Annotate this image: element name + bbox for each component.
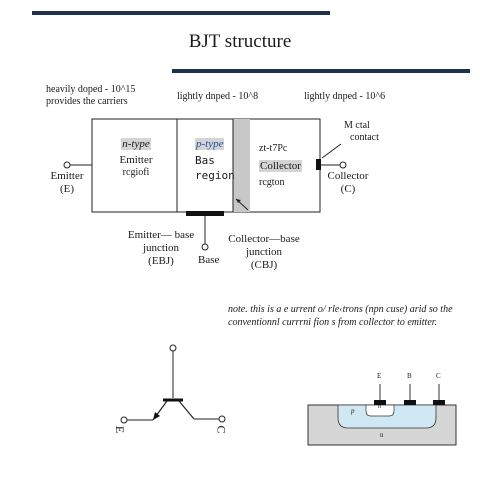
collector-contact-pad [433,400,445,405]
collector-type-label: zt-t7Pc [259,143,288,154]
base-contact [186,211,224,216]
cbj-line-2: junction [245,246,283,258]
cross-section-n-plus-label: n [378,404,381,410]
emitter-type-label: n-type [121,138,151,150]
emitter-name-label: Emitter [119,154,153,166]
metal-contact-label: M ctal contact [344,120,379,144]
base-contact-pad [404,400,416,405]
symbol-emitter-terminal [120,416,128,424]
collector-contact [316,159,321,170]
collector-region-label: zt-t7Pc Collector rcgton [259,143,315,189]
base-terminal-label: Base [198,254,220,266]
emitter-doping-line-2: provides the carriers [46,96,128,107]
base-region-label: p-type Bas region [195,138,235,182]
note-line-1: note. this is a e urrent o/ rle‹trons (n… [228,304,453,315]
emitter-region-label: n-type Emitter rcgiofi [100,138,172,179]
symbol-emitter-arrow [153,412,160,420]
cross-section-b-label: B [407,372,412,380]
note-line-2: conventionnl currrni fion s from collect… [228,317,438,328]
top-rule [32,11,330,15]
metal-contact-line-2: contact [350,132,379,143]
ebj-line-2: junction [142,242,180,254]
cross-section-e-label: E [377,372,382,380]
collector-sub-label: rcgton [259,177,285,188]
title-underline-rule [172,69,470,73]
cbj-line-1: Collector—base [228,233,300,245]
base-doping-note: lightly dnped - 10^8 [177,91,259,102]
cross-section-p-label: p [351,407,355,415]
emitter-terminal-name: Emitter [50,170,84,182]
collector-terminal-label: Collector (C) [323,170,373,196]
p-well-region [337,404,437,429]
base-name-label: Bas [195,154,215,167]
n-plus-emitter-region [365,404,395,417]
current-direction-note: note. this is a e urrent o/ rle‹trons (n… [228,303,476,329]
collector-terminal-symbol: (C) [340,183,356,195]
metal-contact-pointer [321,143,342,159]
base-sub-label: region [195,169,235,182]
collector-terminal-name: Collector [327,170,369,182]
emitter-terminal-symbol: (E) [59,183,75,195]
collector-depletion-region [233,119,250,212]
symbol-collector-terminal [218,415,226,423]
emitter-terminal-label: Emitter (E) [43,170,91,196]
cross-section-c-label: C [436,372,441,380]
emitter-terminal [63,161,71,169]
metal-contact-line-1: M ctal [344,120,370,131]
emitter-contact-pad [374,400,386,405]
collector-doping-note: lightly dnped - 10^6 [304,91,386,102]
cbj-label: Collector—base junction (CBJ) [228,233,300,272]
emitter-sub-label: rcgiofi [122,167,150,178]
symbol-top-terminal [169,344,177,352]
page-title: BJT structure [188,31,292,52]
collector-terminal [339,161,347,169]
cross-section-n-label: n [380,431,384,439]
collector-name-label: Collector [259,160,302,172]
cbj-pointer-arrowhead [236,199,241,203]
base-type-label: p-type [195,138,225,150]
cbj-line-3: (CBJ) [250,259,278,271]
emitter-doping-note: heavily doped - 10^15 provides the carri… [46,84,135,108]
emitter-doping-line-1: heavily doped - 10^15 [46,84,136,95]
base-terminal [201,243,209,251]
symbol-collector-leg [178,400,195,420]
ebj-label: Emitter— base junction (EBJ) [118,229,204,268]
ebj-line-1: Emitter— base [127,229,195,241]
ebj-line-3: (EBJ) [148,255,174,267]
